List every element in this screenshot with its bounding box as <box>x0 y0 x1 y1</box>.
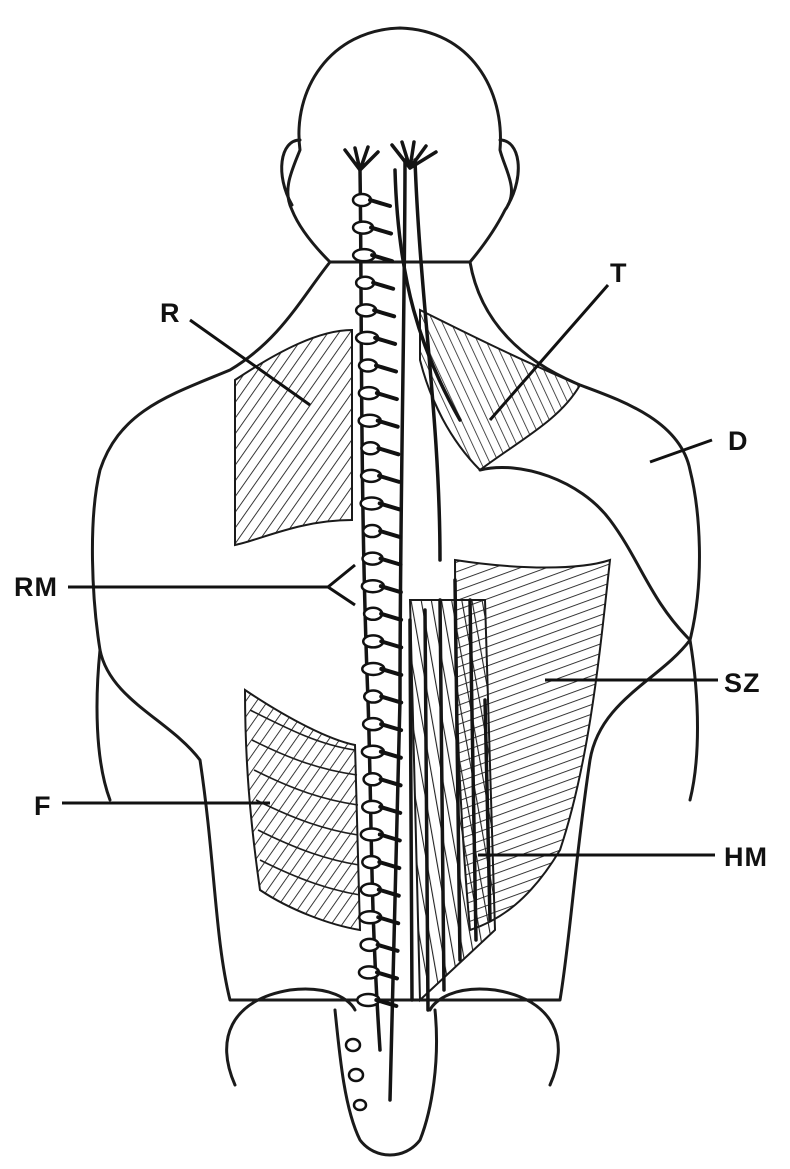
vertebra-process <box>381 697 401 703</box>
neck-fan-right <box>392 142 436 168</box>
vertebra-process <box>381 614 401 620</box>
left-iliac-crest <box>227 989 355 1085</box>
muscle-R-region <box>235 330 352 545</box>
labels: R T D RM SZ F HM <box>14 258 768 872</box>
vertebra-process <box>378 448 398 454</box>
label-HM: HM <box>724 842 768 872</box>
vertebra-process <box>377 393 397 399</box>
muscle-F-region <box>245 690 360 930</box>
muscle-HM-region <box>410 580 495 1010</box>
vertebra-process <box>376 366 396 372</box>
label-SZ: SZ <box>724 668 761 698</box>
sacrum <box>335 1010 437 1155</box>
vertebra-process <box>373 283 393 289</box>
label-T: T <box>610 258 628 288</box>
right-arm-edge <box>690 640 698 800</box>
sacral-foramen <box>349 1069 363 1081</box>
leader-RM-branch <box>328 565 355 587</box>
sacral-foramen <box>354 1100 366 1110</box>
vertebra-process <box>381 641 401 647</box>
leader-D <box>650 440 712 462</box>
vertebra-process <box>370 200 390 206</box>
right-iliac-crest <box>430 989 558 1085</box>
vertebra-process <box>371 228 391 234</box>
vertebra-process <box>380 531 400 537</box>
label-F: F <box>34 791 52 821</box>
vertebra-process <box>374 310 394 316</box>
label-D: D <box>728 426 749 456</box>
leader-RM-branch <box>328 587 355 605</box>
label-R: R <box>160 298 181 328</box>
neck-fan-left <box>345 147 378 170</box>
sacral-foramen <box>346 1039 360 1051</box>
vertebra-process <box>379 476 399 482</box>
vertebra-process <box>381 559 401 565</box>
label-RM: RM <box>14 572 58 602</box>
